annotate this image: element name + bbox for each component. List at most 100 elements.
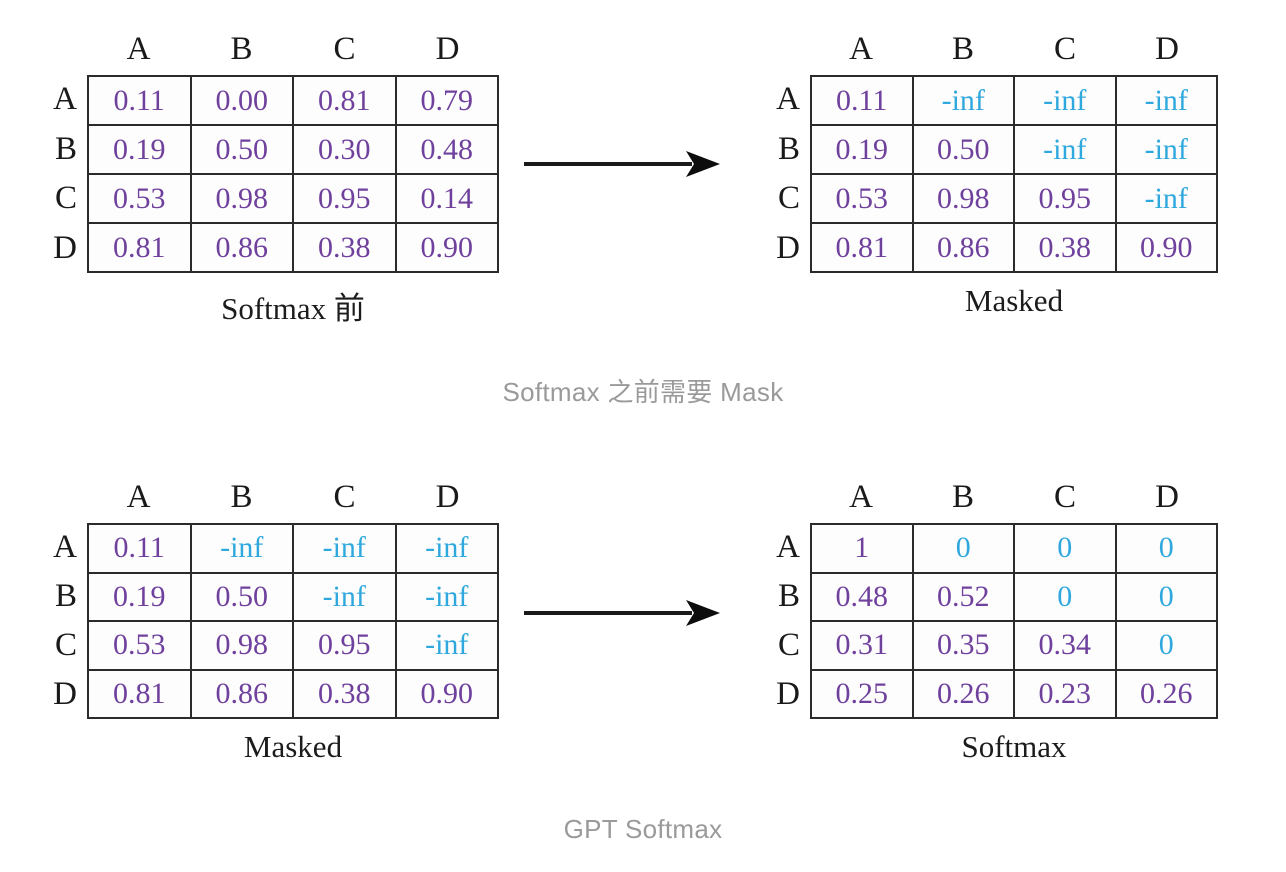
matrix-cell: 0.81 <box>292 75 397 126</box>
matrix-cell: 0.90 <box>394 668 499 719</box>
column-header-c: C <box>1053 31 1076 67</box>
row-header-a: A <box>776 529 800 565</box>
table-row: 0.53 0.98 0.95 -inf <box>810 173 1218 224</box>
matrix-pre-softmax: A B C D A B C D 0.11 0.00 0.81 0.79 0.19… <box>53 31 499 326</box>
row-header-column: A B C D <box>41 523 77 719</box>
column-header-row: A B C D <box>87 477 499 517</box>
matrix-cell: 0.25 <box>810 668 914 719</box>
matrix-cell-masked: -inf <box>292 523 397 574</box>
row-header-column: A B C D <box>41 75 77 273</box>
row-header-d: D <box>53 676 77 712</box>
matrix-cell: 0.79 <box>394 75 499 126</box>
matrix-cell: 0.11 <box>87 523 192 574</box>
column-header-c: C <box>333 479 356 515</box>
matrix-cell: 0.86 <box>911 222 1015 273</box>
matrix-cell-masked: -inf <box>1013 124 1117 175</box>
row-header-d: D <box>53 229 77 266</box>
column-header-row: A B C D <box>87 29 499 69</box>
row-header-column: A B C D <box>764 75 800 273</box>
matrix-cell: 0.11 <box>810 75 914 126</box>
matrix-cell: 0.81 <box>87 222 192 273</box>
row-header-b: B <box>54 130 77 167</box>
matrix-cell-masked: -inf <box>1013 75 1117 126</box>
matrix-cell: 0.26 <box>1114 668 1218 719</box>
table-row: 0.19 0.50 0.30 0.48 <box>87 124 499 175</box>
matrix-cell: 1 <box>810 523 914 574</box>
matrix-cell: 0.53 <box>810 173 914 224</box>
row-header-b: B <box>777 130 800 167</box>
matrix-cell: 0.26 <box>911 668 1015 719</box>
matrix-grid: 0.11 0.00 0.81 0.79 0.19 0.50 0.30 0.48 … <box>87 75 499 273</box>
matrix-cell: 0.38 <box>292 668 397 719</box>
matrix-cell-masked: 0 <box>1114 571 1218 622</box>
matrix-cell: 0.23 <box>1013 668 1117 719</box>
row-header-d: D <box>776 229 800 266</box>
table-row: 0.11 -inf -inf -inf <box>810 75 1218 126</box>
matrix-cell: 0.48 <box>394 124 499 175</box>
matrix-cell: 0.81 <box>810 222 914 273</box>
column-header-row: A B C D <box>810 477 1218 517</box>
column-header-row: A B C D <box>810 29 1218 69</box>
matrix-cell-masked: 0 <box>1114 523 1218 574</box>
matrix-cell: 0.90 <box>1114 222 1218 273</box>
column-header-d: D <box>435 479 460 515</box>
matrix-cell: 0.50 <box>189 124 294 175</box>
table-row: 0.11 -inf -inf -inf <box>87 523 499 574</box>
row-header-a: A <box>776 81 800 118</box>
column-header-a: A <box>849 31 873 67</box>
column-header-c: C <box>333 31 356 67</box>
matrix-cell: 0.81 <box>87 668 192 719</box>
column-header-a: A <box>849 479 873 515</box>
row-header-b: B <box>777 578 800 614</box>
matrix-cell-masked: -inf <box>189 523 294 574</box>
matrix-cell: 0.98 <box>189 620 294 671</box>
matrix-cell: 0.90 <box>394 222 499 273</box>
matrix-cell-masked: -inf <box>394 523 499 574</box>
column-header-a: A <box>126 31 151 67</box>
table-row: 0.11 0.00 0.81 0.79 <box>87 75 499 126</box>
matrix-caption: Masked <box>243 729 343 764</box>
table-row: 0.19 0.50 -inf -inf <box>810 124 1218 175</box>
matrix-cell: 0.35 <box>911 620 1015 671</box>
matrix-cell: 0.50 <box>911 124 1015 175</box>
matrix-cell-masked: 0 <box>1013 523 1117 574</box>
matrix-cell-masked: -inf <box>292 571 397 622</box>
matrix-cell-masked: -inf <box>1114 75 1218 126</box>
matrix-cell-masked: 0 <box>1013 571 1117 622</box>
matrix-cell: 0.19 <box>810 124 914 175</box>
matrix-cell: 0.95 <box>292 620 397 671</box>
row-header-c: C <box>54 180 77 217</box>
matrix-grid: 0.11 -inf -inf -inf 0.19 0.50 -inf -inf … <box>810 75 1218 273</box>
matrix-cell-masked: -inf <box>911 75 1015 126</box>
table-row: 0.19 0.50 -inf -inf <box>87 571 499 622</box>
matrix-cell: 0.19 <box>87 124 192 175</box>
table-row: 0.81 0.86 0.38 0.90 <box>87 222 499 273</box>
matrix-grid: 1 0 0 0 0.48 0.52 0 0 0.31 0.35 0.34 0 <box>810 523 1218 719</box>
matrix-cell: 0.98 <box>911 173 1015 224</box>
note-top: Softmax 之前需要 Mask <box>502 377 784 407</box>
row-header-a: A <box>53 529 77 565</box>
column-header-b: B <box>230 479 253 515</box>
column-header-d: D <box>435 31 460 67</box>
matrix-cell-masked: -inf <box>394 620 499 671</box>
table-row: 0.25 0.26 0.23 0.26 <box>810 668 1218 719</box>
matrix-cell: 0.31 <box>810 620 914 671</box>
column-header-b: B <box>230 31 253 67</box>
row-header-column: A B C D <box>764 523 800 719</box>
table-row: 0.48 0.52 0 0 <box>810 571 1218 622</box>
matrix-cell: 0.86 <box>189 222 294 273</box>
matrix-caption: Softmax <box>961 729 1067 764</box>
row-header-d: D <box>776 676 800 712</box>
column-header-d: D <box>1155 31 1179 67</box>
matrix-cell: 0.52 <box>911 571 1015 622</box>
matrix-cell: 0.53 <box>87 173 192 224</box>
matrix-cell-masked: -inf <box>1114 173 1218 224</box>
matrix-cell-masked: 0 <box>911 523 1015 574</box>
table-row: 1 0 0 0 <box>810 523 1218 574</box>
column-header-b: B <box>951 479 974 515</box>
matrix-cell: 0.95 <box>1013 173 1117 224</box>
matrix-cell: 0.98 <box>189 173 294 224</box>
matrix-cell: 0.34 <box>1013 620 1117 671</box>
table-row: 0.53 0.98 0.95 0.14 <box>87 173 499 224</box>
